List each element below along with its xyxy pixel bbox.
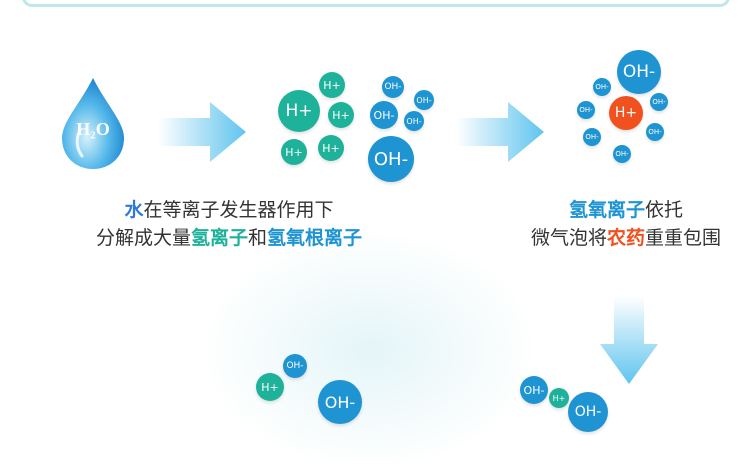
oh-ion: OH- — [650, 93, 668, 111]
water-formula: H₂O — [76, 119, 110, 139]
oh-ion: OH- — [404, 111, 424, 131]
h-ion: H+ — [281, 139, 307, 165]
caption-right-line1: 氢氧离子依托 — [568, 199, 684, 221]
caption-left-line2: 分解成大量氢离子和氢氧根离子 — [95, 227, 363, 249]
water-drop-icon — [62, 78, 124, 169]
oh-ion: OH- — [583, 128, 601, 146]
oh-ion: OH- — [370, 101, 398, 129]
h-ion: H+ — [319, 72, 345, 98]
oh-ion: OH- — [520, 376, 548, 404]
oh-ion: OH- — [613, 145, 631, 163]
h-ion: H+ — [549, 388, 569, 408]
oh-ion: OH- — [568, 392, 608, 432]
oh-ion: OH- — [318, 380, 362, 424]
oh-ion: OH- — [617, 50, 661, 94]
arrow-right-icon — [158, 102, 246, 162]
top-panel-border — [22, 0, 730, 7]
oh-ion: OH- — [382, 76, 404, 98]
oh-ion: OH- — [368, 136, 414, 182]
arrow-down-icon — [600, 296, 658, 384]
h-ion: H+ — [318, 135, 344, 161]
caption-left-line1: 水在等离子发生器作用下 — [124, 199, 334, 221]
h-ion: H+ — [278, 90, 320, 132]
pesticide-h-ion: H+ — [609, 96, 643, 130]
oh-ion: OH- — [414, 90, 434, 110]
h-ion: H+ — [328, 102, 354, 128]
oh-ion: OH- — [283, 354, 307, 378]
caption-right-line2: 微气泡将农药重重包围 — [530, 227, 722, 249]
arrow-right-icon — [456, 102, 544, 162]
oh-ion: OH- — [646, 123, 664, 141]
background-glow — [200, 230, 540, 470]
oh-ion: OH- — [593, 78, 611, 96]
oh-ion: OH- — [577, 101, 595, 119]
h-ion: H+ — [256, 373, 284, 401]
